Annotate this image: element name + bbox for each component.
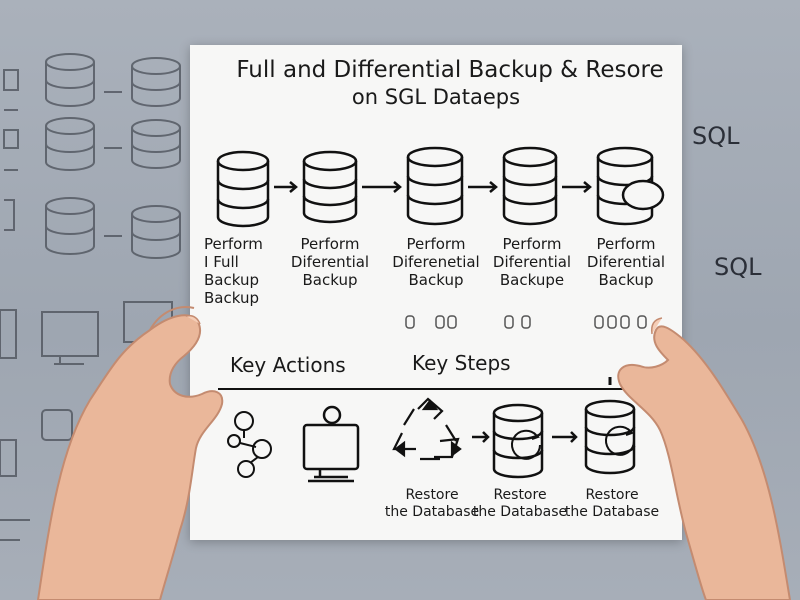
arrow-icon: [274, 181, 298, 193]
step-label: Perform Diferential Backupe: [492, 235, 572, 289]
arrow-icon: [468, 181, 498, 193]
step-label: Perform Diferential Backup: [290, 235, 370, 289]
computer-monitor-icon: [302, 405, 360, 483]
bg-database-icon: [131, 205, 181, 259]
recycle-icon: [392, 397, 462, 461]
key-steps-label: Key Steps: [412, 351, 511, 375]
bg-database-icon: [131, 119, 181, 169]
arrow-icon: [472, 431, 490, 443]
diagram-title: Full and Differential Backup & Resore: [236, 57, 664, 83]
network-nodes-icon: [227, 411, 272, 478]
database-restore-icon: [492, 403, 544, 479]
database-icon: [302, 150, 358, 224]
bg-database-icon: [45, 117, 95, 171]
arrow-icon: [552, 431, 578, 443]
restore-label: Restore the Database: [472, 487, 568, 520]
sql-label: SQL: [692, 122, 740, 150]
database-icon: [406, 146, 464, 226]
diagram-drawing: [216, 146, 665, 483]
bg-database-icon: [45, 197, 95, 255]
arrow-icon: [562, 181, 592, 193]
sql-label: SQL: [714, 253, 762, 281]
step-label: Perform Diferential Backup: [586, 235, 666, 289]
bg-database-icon: [131, 57, 181, 107]
diagram-subtitle: on SGL Dataeps: [351, 85, 521, 109]
bg-arrow-icon: [104, 91, 122, 237]
step-label: Perform Diferenetial Backup: [392, 235, 480, 289]
clock-badge-icon: [621, 179, 665, 211]
bg-monitor-icon: [123, 301, 173, 343]
arrow-icon: [362, 181, 402, 193]
database-icon: [216, 150, 270, 228]
database-icon: [502, 146, 558, 226]
restore-label: Restore the Database: [384, 487, 480, 520]
key-actions-label: Key Actions: [230, 353, 346, 377]
step-label: Perform I Full Backup Backup: [204, 235, 263, 307]
bg-database-icon: [45, 53, 95, 107]
bg-monitor-icon: [0, 439, 17, 477]
lock-icons-row: [405, 315, 647, 329]
bg-monitor-icon: [41, 311, 99, 357]
database-restore-icon: [584, 399, 636, 475]
restore-label: Restore the Database: [564, 487, 660, 520]
bg-monitor-icon: [0, 309, 17, 359]
paper-sheet: Full and Differential Backup & Resore on…: [190, 45, 682, 540]
